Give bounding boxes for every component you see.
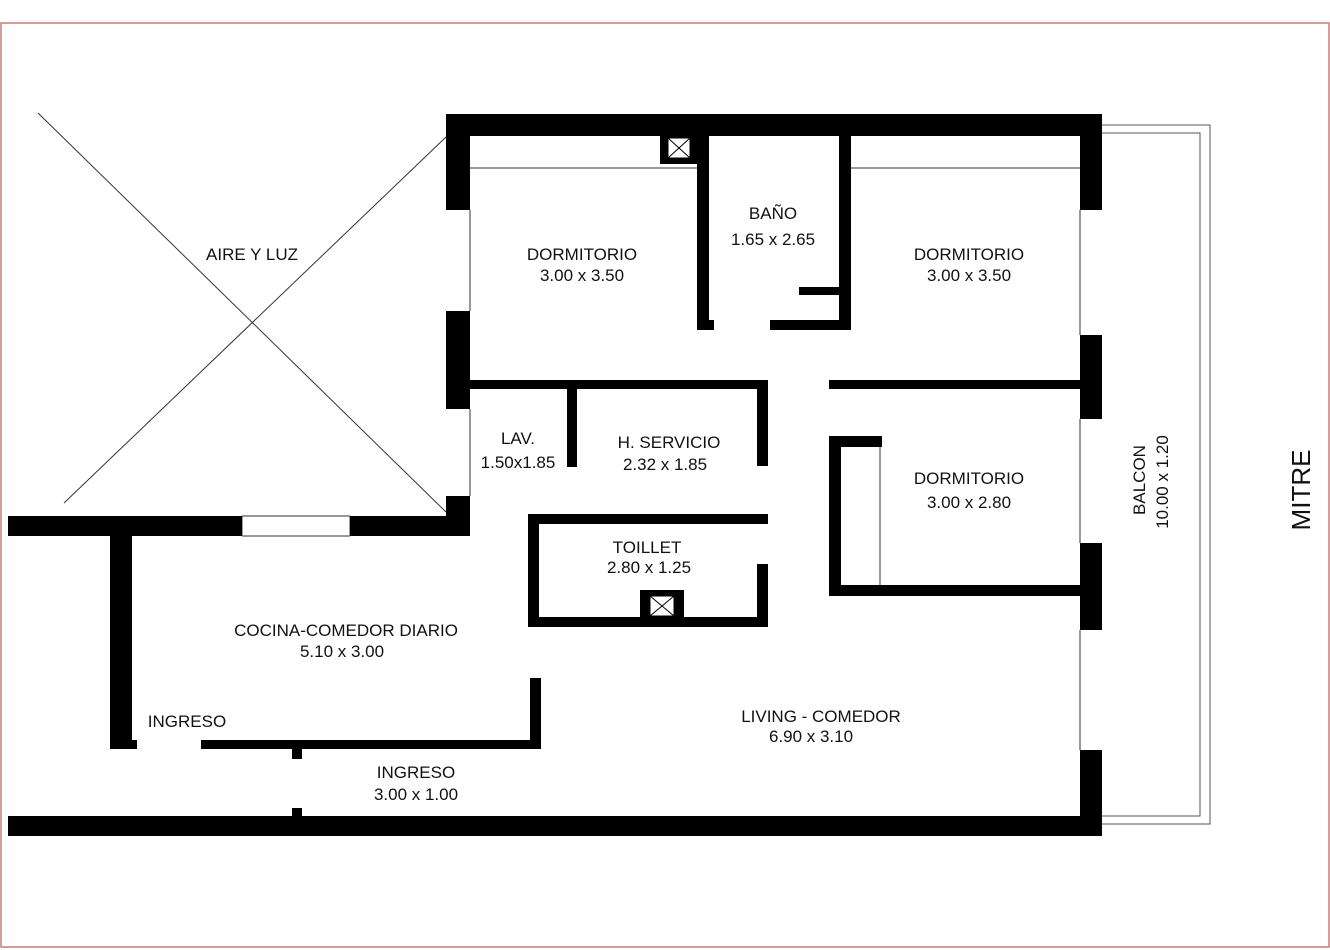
balcon-dims: 10.00 x 1.20 — [1153, 435, 1172, 529]
toillet-label: TOILLET — [613, 538, 682, 557]
ingreso-label: INGRESO — [148, 712, 226, 731]
dormitorio-3-dims: 3.00 x 2.80 — [927, 493, 1011, 512]
bano-label: BAÑO — [749, 204, 797, 223]
ingreso-room-dims: 3.00 x 1.00 — [374, 785, 458, 804]
bano-dims: 1.65 x 2.65 — [731, 230, 815, 249]
cocina-label: COCINA-COMEDOR DIARIO — [234, 621, 458, 640]
h-servicio-dims: 2.32 x 1.85 — [623, 455, 707, 474]
lav-label: LAV. — [501, 429, 535, 448]
cocina-dims: 5.10 x 3.00 — [300, 642, 384, 661]
light-well-lines — [37, 112, 447, 513]
dormitorio-1-dims: 3.00 x 3.50 — [540, 266, 624, 285]
balcon-label: BALCON — [1130, 445, 1149, 515]
aire-luz-label: AIRE Y LUZ — [206, 245, 298, 264]
dormitorio-1-label: DORMITORIO — [527, 245, 637, 264]
ingreso-room-label: INGRESO — [377, 763, 455, 782]
living-label: LIVING - COMEDOR — [741, 707, 901, 726]
living-dims: 6.90 x 3.10 — [769, 727, 853, 746]
balcony-outline — [1100, 124, 1211, 825]
shaft-bathroom — [667, 137, 691, 159]
dormitorio-2-label: DORMITORIO — [914, 245, 1024, 264]
shaft-toilet — [649, 595, 675, 617]
h-servicio-label: H. SERVICIO — [618, 433, 721, 452]
page-frame — [0, 22, 1330, 948]
dormitorio-2-dims: 3.00 x 3.50 — [927, 266, 1011, 285]
dormitorio-3-label: DORMITORIO — [914, 469, 1024, 488]
toillet-dims: 2.80 x 1.25 — [607, 558, 691, 577]
lav-dims: 1.50x1.85 — [481, 453, 556, 472]
street-name: MITRE — [1286, 450, 1316, 531]
walls — [8, 114, 1102, 836]
